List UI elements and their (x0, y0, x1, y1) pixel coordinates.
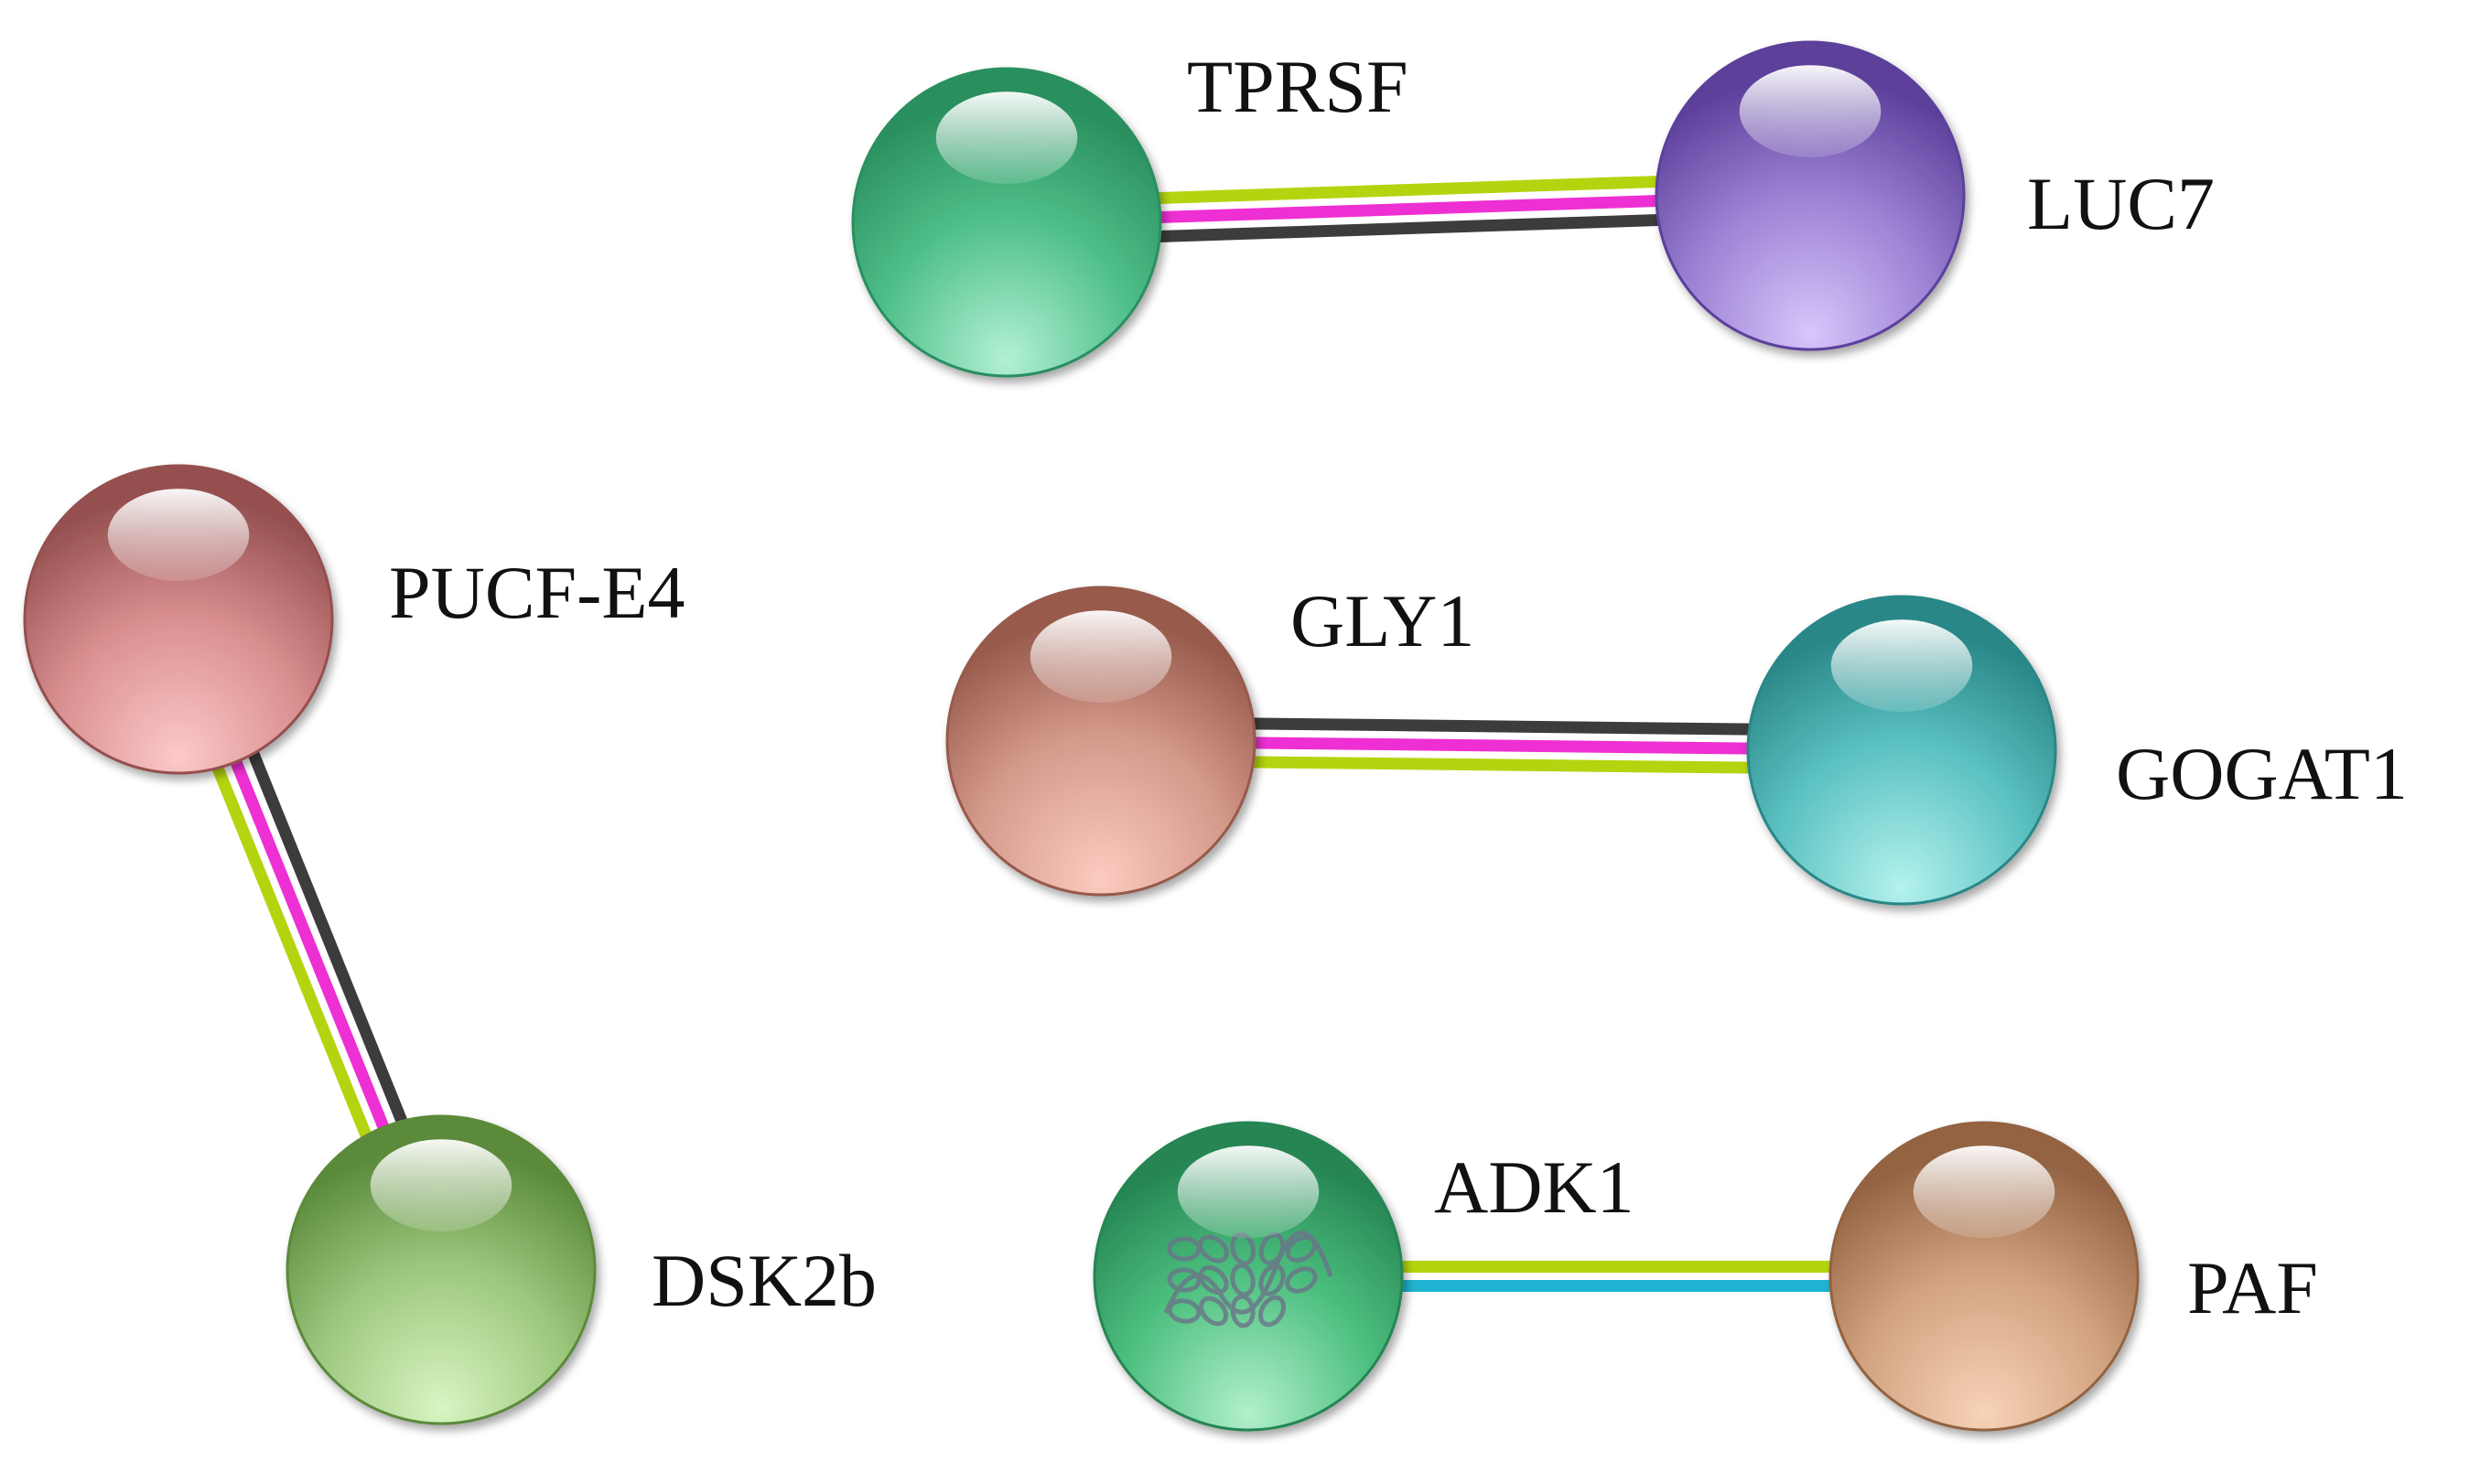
node-highlight (107, 489, 250, 581)
node-label: LUC7 (2027, 162, 2215, 245)
node-sphere (23, 464, 334, 775)
node-label: TPRSF (1187, 45, 1408, 128)
node-highlight (1830, 619, 1973, 712)
node-gogat1[interactable]: GOGAT1 (1746, 595, 2408, 906)
node-label: GOGAT1 (2116, 732, 2408, 815)
node-label: ADK1 (1434, 1145, 1634, 1229)
node-sphere (851, 67, 1162, 378)
node-label: DSK2b (652, 1239, 877, 1322)
node-adk1[interactable]: ADK1 (1093, 1121, 1634, 1432)
node-sphere (945, 586, 1257, 897)
node-luc7[interactable]: LUC7 (1655, 40, 2215, 351)
node-highlight (1030, 610, 1172, 703)
node-label: PUCF-E4 (389, 551, 685, 634)
node-gly1[interactable]: GLY1 (945, 579, 1474, 897)
node-highlight (1739, 65, 1882, 157)
node-sphere (286, 1114, 597, 1425)
node-label: GLY1 (1290, 579, 1474, 662)
node-highlight (370, 1139, 512, 1231)
node-sphere (1093, 1121, 1404, 1432)
node-highlight (1177, 1145, 1320, 1238)
node-paf[interactable]: PAF (1828, 1121, 2318, 1432)
protein-structure-icon (1163, 1231, 1333, 1328)
node-pucf-e4[interactable]: PUCF-E4 (23, 464, 685, 775)
node-highlight (935, 91, 1078, 184)
node-dsk2b[interactable]: DSK2b (286, 1114, 877, 1425)
node-tprsf[interactable]: TPRSF (851, 45, 1408, 378)
node-label: PAF (2187, 1246, 2318, 1329)
node-sphere (1746, 595, 2057, 906)
node-sphere (1828, 1121, 2140, 1432)
node-sphere (1655, 40, 1966, 351)
node-highlight (1913, 1145, 2055, 1238)
